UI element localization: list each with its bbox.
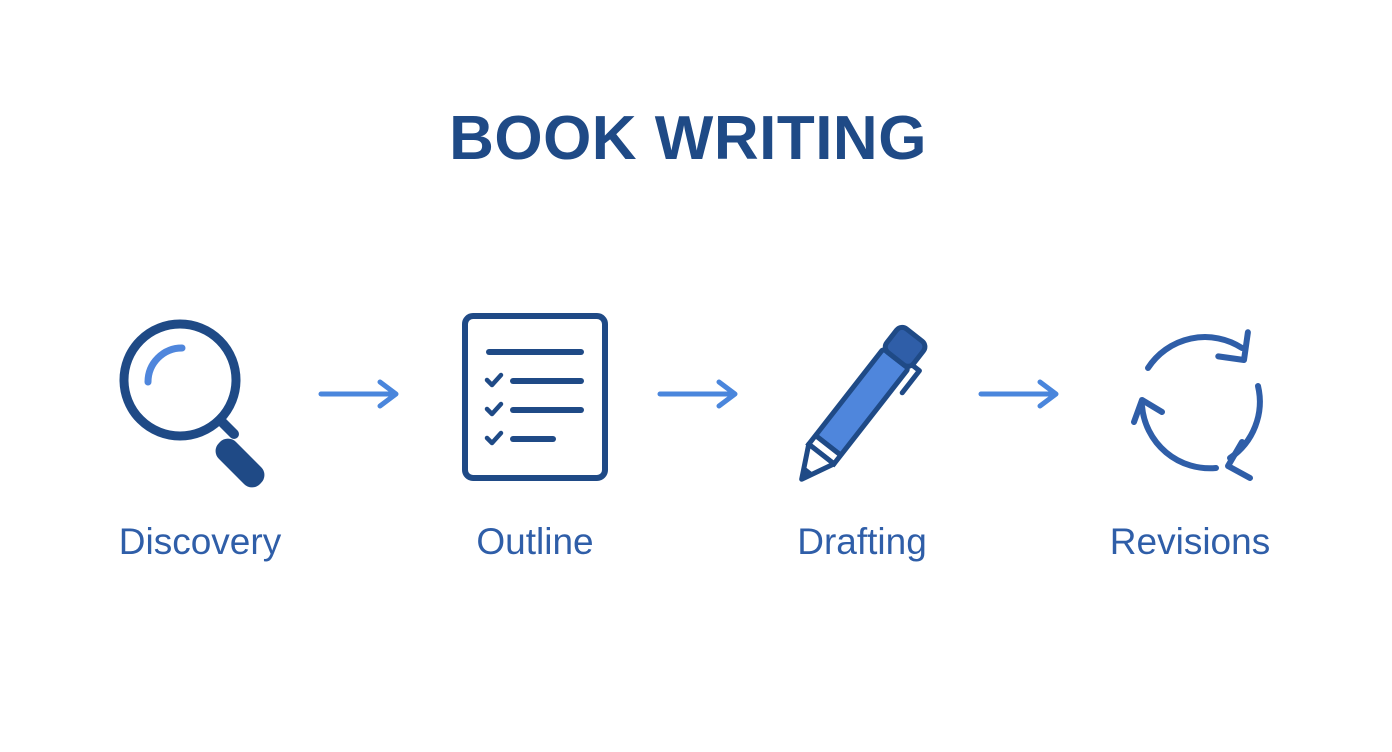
- cycle-arrows-icon: [1131, 329, 1263, 481]
- checklist-icon: [462, 313, 608, 481]
- arrow-right-icon: [657, 379, 738, 409]
- diagram-title: BOOK WRITING: [449, 104, 927, 173]
- stage-outline: Outline: [405, 302, 665, 602]
- magnifying-glass-icon: [119, 319, 265, 488]
- stage-label-discovery: Discovery: [118, 521, 282, 562]
- stage-label-drafting: Drafting: [797, 521, 927, 562]
- stage-drafting: Drafting: [732, 302, 992, 602]
- stage-label-outline: Outline: [476, 521, 594, 562]
- stage-revisions: Revisions: [1060, 302, 1320, 602]
- arrow-right-icon: [978, 379, 1059, 409]
- arrow-right-icon: [318, 379, 399, 409]
- stage-label-revisions: Revisions: [1109, 521, 1271, 562]
- pen-icon: [799, 324, 928, 482]
- stage-discovery: Discovery: [70, 302, 330, 602]
